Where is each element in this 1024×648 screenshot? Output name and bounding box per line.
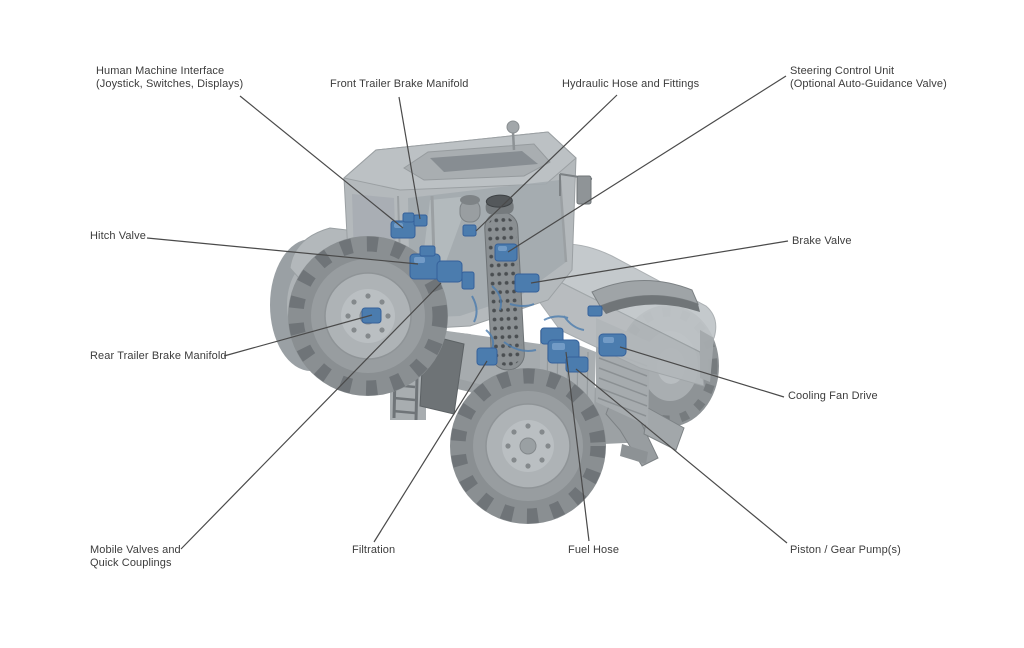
intake-pipe bbox=[459, 195, 481, 223]
leader-line-piston-gear-pumps bbox=[575, 368, 788, 544]
label-text: Brake Valve bbox=[792, 235, 852, 247]
label-mobile-valves-quick-couplings: Mobile Valves and Quick Couplings bbox=[90, 544, 181, 569]
label-text: Piston / Gear Pump(s) bbox=[790, 544, 901, 556]
filtration-component bbox=[476, 347, 498, 366]
front-fender bbox=[591, 279, 700, 314]
leader-line-brake-valve bbox=[530, 240, 789, 284]
leader-line-hydraulic-hose bbox=[475, 94, 618, 232]
label-hitch-valve: Hitch Valve bbox=[90, 230, 146, 243]
leader-line-hmi bbox=[239, 95, 404, 229]
hydraulic-components bbox=[361, 212, 627, 373]
label-cooling-fan-drive: Cooling Fan Drive bbox=[788, 390, 878, 403]
label-hydraulic-hose-and-fittings: Hydraulic Hose and Fittings bbox=[562, 78, 699, 91]
hydraulic-hoses bbox=[471, 285, 585, 352]
leader-line-front-trailer-brake-manifold bbox=[398, 96, 421, 220]
label-text: Steering Control Unit bbox=[790, 65, 895, 77]
label-text: Hitch Valve bbox=[90, 230, 146, 242]
leader-line-steering-control-unit bbox=[507, 75, 787, 253]
label-piston-gear-pumps: Piston / Gear Pump(s) bbox=[790, 544, 901, 557]
front-trailer-manifold-component bbox=[413, 214, 428, 227]
label-text: Rear Trailer Brake Manifold bbox=[90, 350, 227, 362]
label-human-machine-interface: Human Machine Interface (Joystick, Switc… bbox=[96, 65, 243, 90]
label-steering-control-unit: Steering Control Unit (Optional Auto-Gui… bbox=[790, 65, 947, 90]
leader-line-fuel-hose bbox=[565, 351, 590, 542]
leader-line-hitch-valve bbox=[146, 237, 419, 265]
brake-valve-component bbox=[514, 273, 540, 293]
label-text: Filtration bbox=[352, 544, 396, 556]
label-text: Quick Couplings bbox=[90, 556, 172, 569]
label-fuel-hose: Fuel Hose bbox=[568, 544, 619, 557]
label-text: Human Machine Interface bbox=[96, 65, 225, 77]
front-wheel bbox=[450, 368, 606, 524]
label-text: Front Trailer Brake Manifold bbox=[330, 78, 469, 90]
label-text: Hydraulic Hose and Fittings bbox=[562, 78, 700, 90]
leader-lines bbox=[146, 75, 789, 550]
label-text: Mobile Valves and bbox=[90, 544, 181, 556]
beacon-light bbox=[506, 120, 520, 151]
leader-line-filtration bbox=[373, 360, 488, 543]
leader-line-mobile-valves bbox=[180, 282, 442, 550]
label-text: (Joystick, Switches, Displays) bbox=[96, 77, 244, 90]
label-rear-trailer-brake-manifold: Rear Trailer Brake Manifold bbox=[90, 350, 227, 363]
hitch-valve-component bbox=[409, 245, 463, 283]
label-filtration: Filtration bbox=[352, 544, 395, 557]
label-text: Cooling Fan Drive bbox=[788, 390, 878, 402]
leader-line-cooling-fan-drive bbox=[619, 346, 785, 398]
label-brake-valve: Brake Valve bbox=[792, 235, 852, 248]
leader-line-rear-trailer-brake-manifold bbox=[223, 314, 373, 357]
label-text: Fuel Hose bbox=[568, 544, 620, 556]
front-hitch bbox=[605, 397, 685, 467]
label-text: (Optional Auto-Guidance Valve) bbox=[790, 77, 947, 90]
label-front-trailer-brake-manifold: Front Trailer Brake Manifold bbox=[330, 78, 469, 91]
